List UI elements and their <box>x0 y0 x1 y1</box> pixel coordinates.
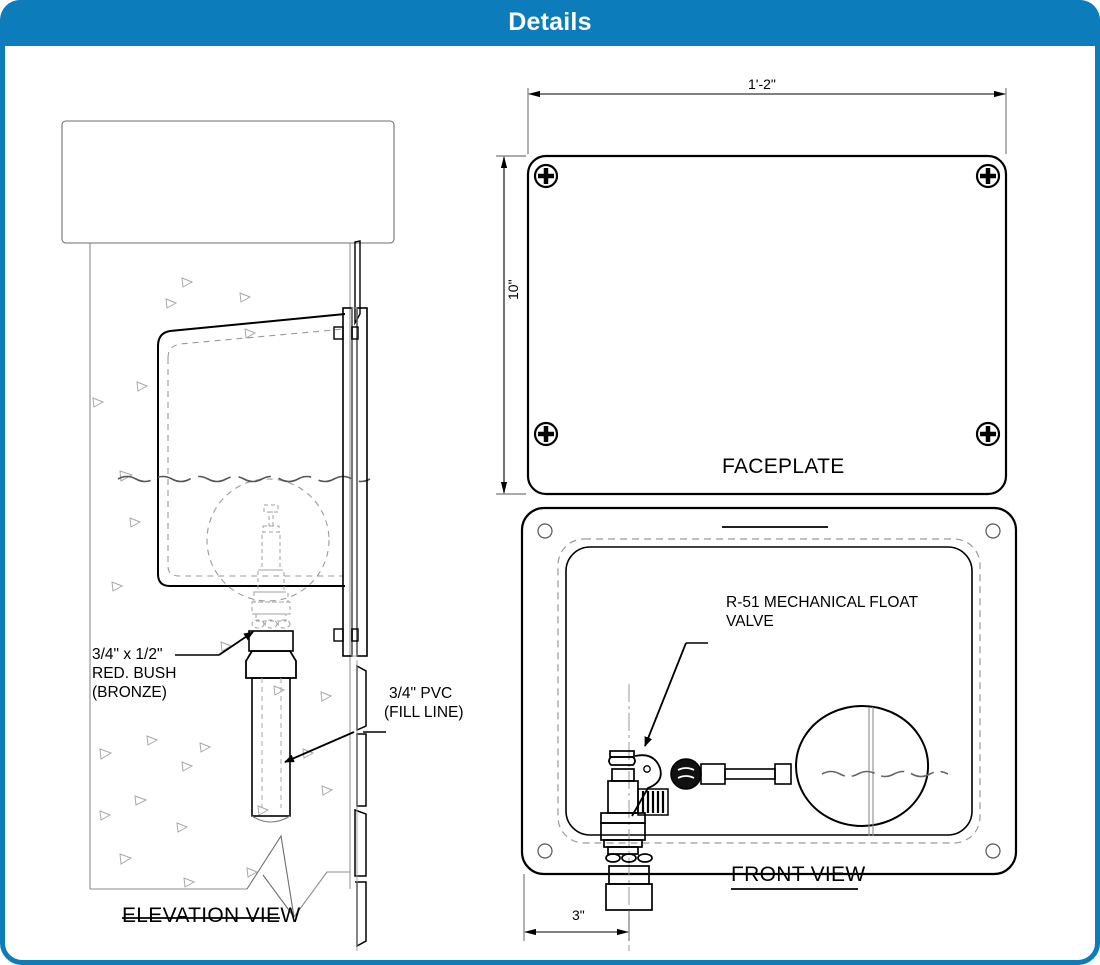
annotation-float-valve-line2: VALVE <box>726 613 774 630</box>
water-level-icon <box>821 770 949 778</box>
pvc-drop-pipe <box>251 677 291 823</box>
front-offset-dimension <box>523 874 630 941</box>
leader-pvc-fill-line <box>284 731 386 763</box>
faceplate-height-dimension-label: 10" <box>505 279 521 300</box>
mounting-hole <box>537 523 1001 859</box>
faceplate-view-drawing <box>496 88 1008 528</box>
float-ball-hidden <box>206 478 330 602</box>
annotation-red-bush-line2: RED. BUSH <box>92 665 177 682</box>
front-offset-dimension-label: 3" <box>572 907 585 923</box>
drawing-canvas <box>61 88 1018 951</box>
valve-outlet-ribs <box>637 788 669 816</box>
elevation-view-title: ELEVATION VIEW <box>122 904 301 927</box>
annotation-pvc-line1: 3/4" PVC <box>389 685 453 702</box>
front-view-drawing <box>520 506 1018 951</box>
faceplate-edge-view <box>333 240 368 657</box>
leader-float-valve <box>644 642 708 747</box>
phillips-screw-icon <box>533 163 559 189</box>
water-level-icon <box>117 475 371 483</box>
float-valve-body <box>600 750 653 911</box>
elevation-view-drawing <box>61 120 395 951</box>
float-rod <box>700 763 792 785</box>
concrete-wall <box>89 243 351 918</box>
pvc-fill-line-pipe <box>354 660 367 951</box>
reducer-bushing <box>245 630 297 679</box>
annotation-pvc-line2: (FILL LINE) <box>384 704 464 721</box>
faceplate-height-dimension <box>496 155 526 495</box>
leader-red-bush <box>175 631 254 656</box>
annotation-red-bush-line3: (BRONZE) <box>92 684 167 701</box>
phillips-screw-icon <box>975 163 1001 189</box>
page-title: Details <box>508 8 592 36</box>
faceplate-view-title: FACEPLATE <box>722 455 845 478</box>
float-valve-hidden <box>251 504 291 629</box>
concrete-slab <box>61 120 395 244</box>
annotation-float-valve-line1: R-51 MECHANICAL FLOAT <box>726 594 919 611</box>
valve-box-section <box>157 313 346 587</box>
faceplate-width-dimension <box>527 88 1007 154</box>
phillips-screw-icon <box>533 421 559 447</box>
front-view-title: FRONT VIEW <box>731 863 866 886</box>
annotation-red-bush-line1: 3/4" x 1/2" <box>92 646 163 663</box>
phillips-screw-icon <box>975 421 1001 447</box>
faceplate-width-dimension-label: 1'-2" <box>748 76 776 92</box>
float-ball <box>795 705 929 836</box>
concrete-hatch-icon <box>92 277 334 888</box>
title-bar: Details <box>0 0 1100 46</box>
